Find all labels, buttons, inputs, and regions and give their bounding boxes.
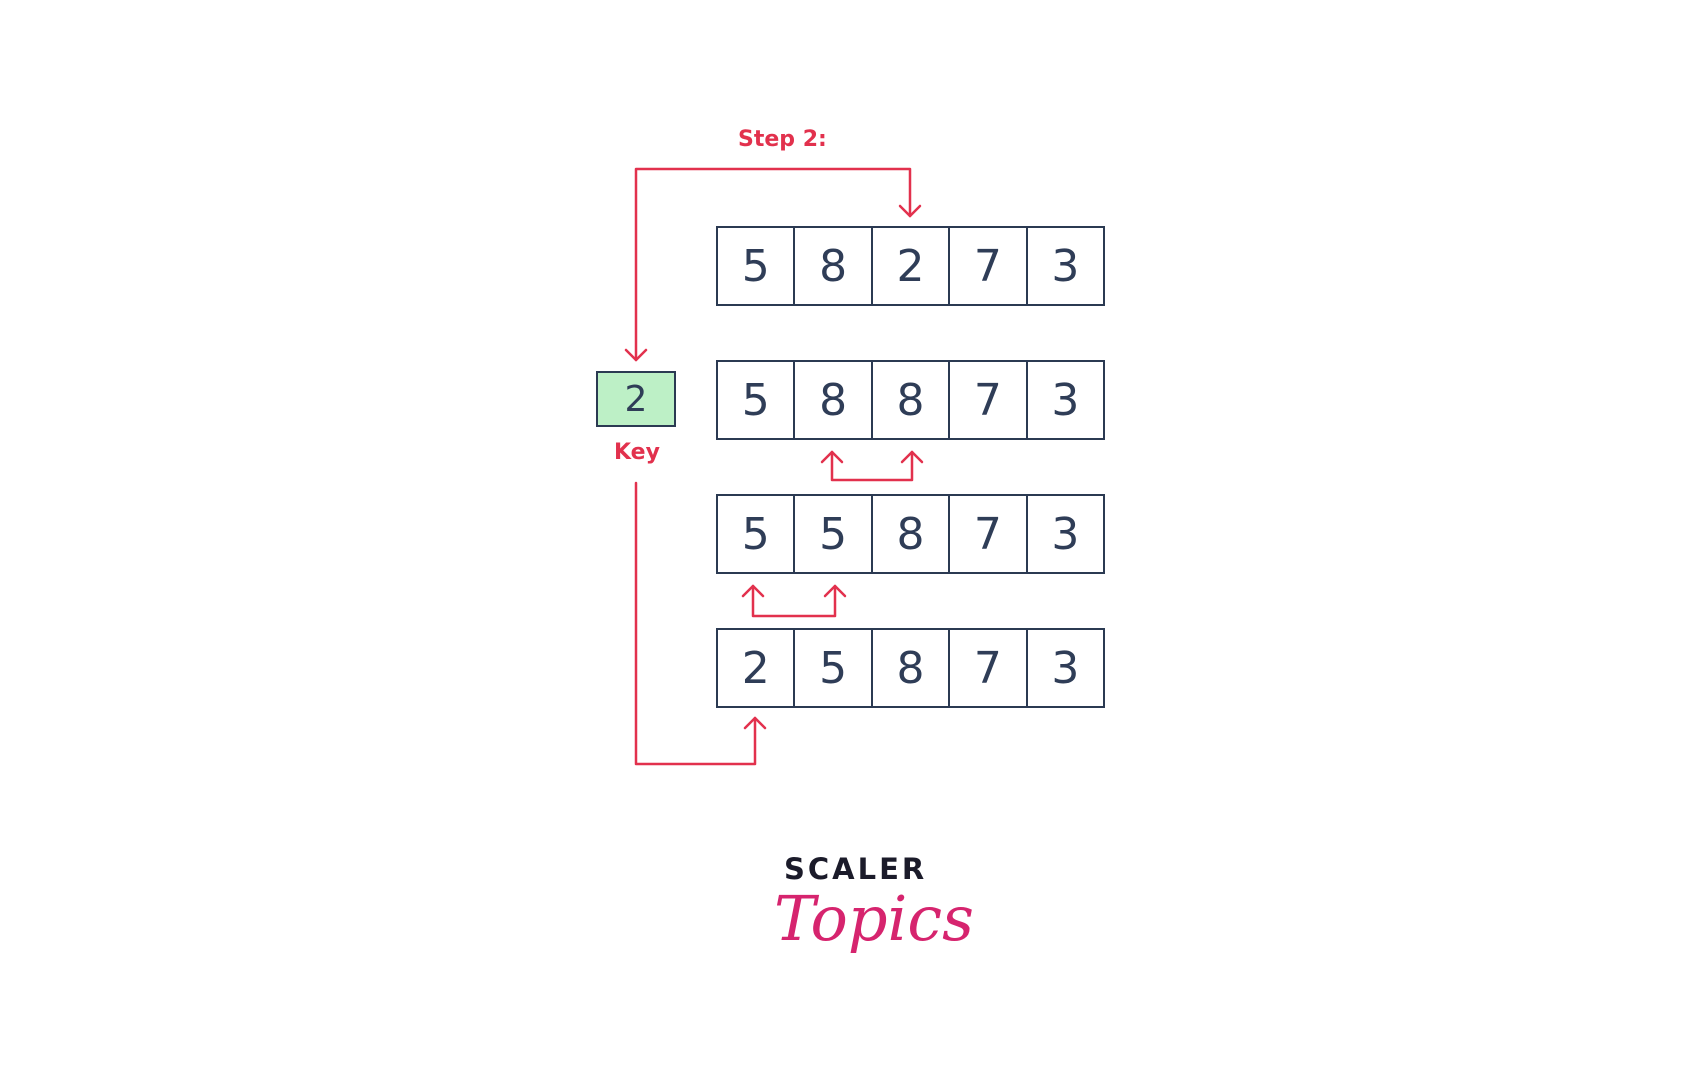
array-cell: 3: [1051, 508, 1080, 560]
key-box: 2: [596, 371, 676, 427]
scaler-topics-logo: SCALER Topics: [770, 852, 974, 982]
array-cell: 7: [950, 228, 1028, 304]
array-row: 5 8 2 7 3: [716, 226, 1105, 306]
insert-arrow-path: [634, 481, 757, 766]
array-cell: 3: [1051, 374, 1080, 426]
step-arrow-path: [634, 167, 912, 362]
shift-arrow-5: [751, 584, 837, 618]
shift-arrow-8: [830, 450, 914, 482]
array-cell: 7: [950, 630, 1028, 706]
array-cell: 5: [795, 630, 873, 706]
array-cell: 8: [873, 362, 951, 438]
array-cell: 5: [718, 228, 796, 304]
array-cell: 2: [718, 630, 796, 706]
arrowhead-down-icon: [898, 204, 922, 218]
array-cell: 5: [718, 496, 796, 572]
array-cell: 2: [873, 228, 951, 304]
array-cell: 7: [950, 362, 1028, 438]
arrowhead-up-icon: [741, 584, 765, 598]
key-caption: Key: [614, 440, 660, 465]
array-cell: 5: [795, 496, 873, 572]
array-cell: 7: [950, 496, 1028, 572]
array-row: 5 8 8 7 3: [716, 360, 1105, 440]
logo-wordmark-bottom: Topics: [774, 882, 974, 955]
array-cell: 5: [718, 362, 796, 438]
array-cell: 8: [795, 362, 873, 438]
arrowhead-up-icon: [823, 584, 847, 598]
array-cell: 3: [1051, 240, 1080, 292]
arrowhead-up-icon: [820, 450, 844, 464]
step-label: Step 2:: [738, 127, 827, 152]
arrowhead-up-icon: [743, 716, 767, 730]
array-cell: 3: [1051, 642, 1080, 694]
arrowhead-up-icon: [900, 450, 924, 464]
array-row: 5 5 8 7 3: [716, 494, 1105, 574]
array-cell: 8: [873, 496, 951, 572]
arrowhead-down-icon: [624, 348, 648, 362]
logo-wordmark-top: SCALER: [784, 852, 928, 886]
array-cell: 8: [795, 228, 873, 304]
array-row: 2 5 8 7 3: [716, 628, 1105, 708]
array-cell: 8: [873, 630, 951, 706]
